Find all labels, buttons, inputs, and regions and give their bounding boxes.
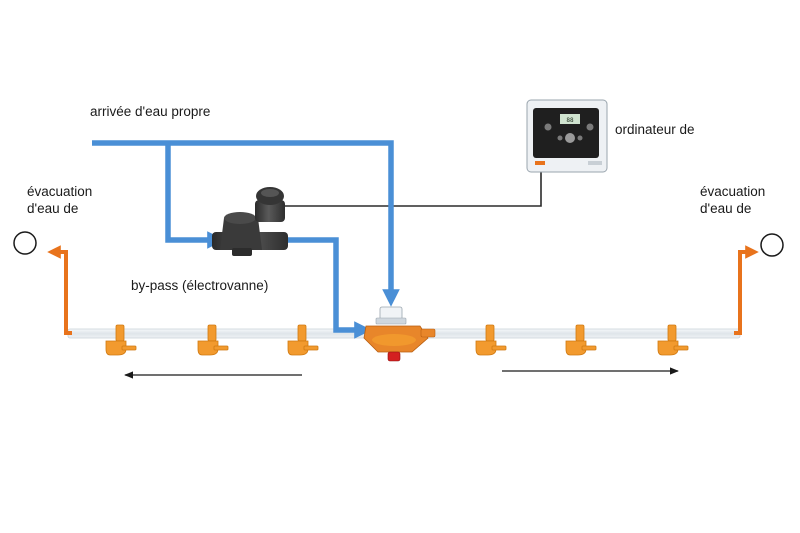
drain-right-label-line2: d'eau de bbox=[700, 201, 752, 216]
controller-button bbox=[544, 123, 552, 131]
drinker-nipple-icon bbox=[657, 324, 689, 356]
clean-water-supply-label: arrivée d'eau propre bbox=[90, 104, 211, 119]
drain-outlet-icon bbox=[760, 233, 784, 257]
bypass-label: by-pass (électrovanne) bbox=[131, 278, 269, 293]
drain-line-right bbox=[734, 245, 759, 335]
signal-wire bbox=[284, 172, 542, 207]
controller-button bbox=[577, 135, 583, 141]
drain-right-label: évacuation d'eau de bbox=[700, 183, 765, 217]
svg-text:88: 88 bbox=[566, 117, 574, 124]
pressure-regulator-icon bbox=[363, 306, 436, 362]
controller-label: ordinateur de bbox=[615, 122, 695, 137]
drain-outlet-icon bbox=[13, 231, 37, 255]
controller-display bbox=[560, 114, 580, 124]
controller-box-icon: 88 bbox=[526, 99, 608, 173]
supply-line-to-valve bbox=[165, 143, 225, 249]
drain-left-label-line1: évacuation bbox=[27, 184, 93, 199]
drain-line-left bbox=[47, 245, 72, 335]
drinker-nipple-icon bbox=[287, 324, 319, 356]
drinker-nipple-icon bbox=[105, 324, 137, 356]
controller-button bbox=[565, 133, 575, 143]
drain-right-label-line1: évacuation bbox=[700, 184, 766, 199]
drain-left-label: évacuation d'eau de bbox=[27, 183, 92, 217]
controller-button bbox=[557, 135, 563, 141]
drinker-nipple-icon bbox=[197, 324, 229, 356]
controller-button bbox=[586, 123, 594, 131]
solenoid-valve-icon bbox=[212, 187, 288, 256]
supply-line-valve-out bbox=[286, 237, 372, 339]
drain-left-label-line2: d'eau de bbox=[27, 201, 79, 216]
drinker-nipple-icon bbox=[475, 324, 507, 356]
brand-logo bbox=[535, 161, 545, 165]
supply-line-main bbox=[92, 140, 400, 307]
drinker-nipple-icon bbox=[565, 324, 597, 356]
